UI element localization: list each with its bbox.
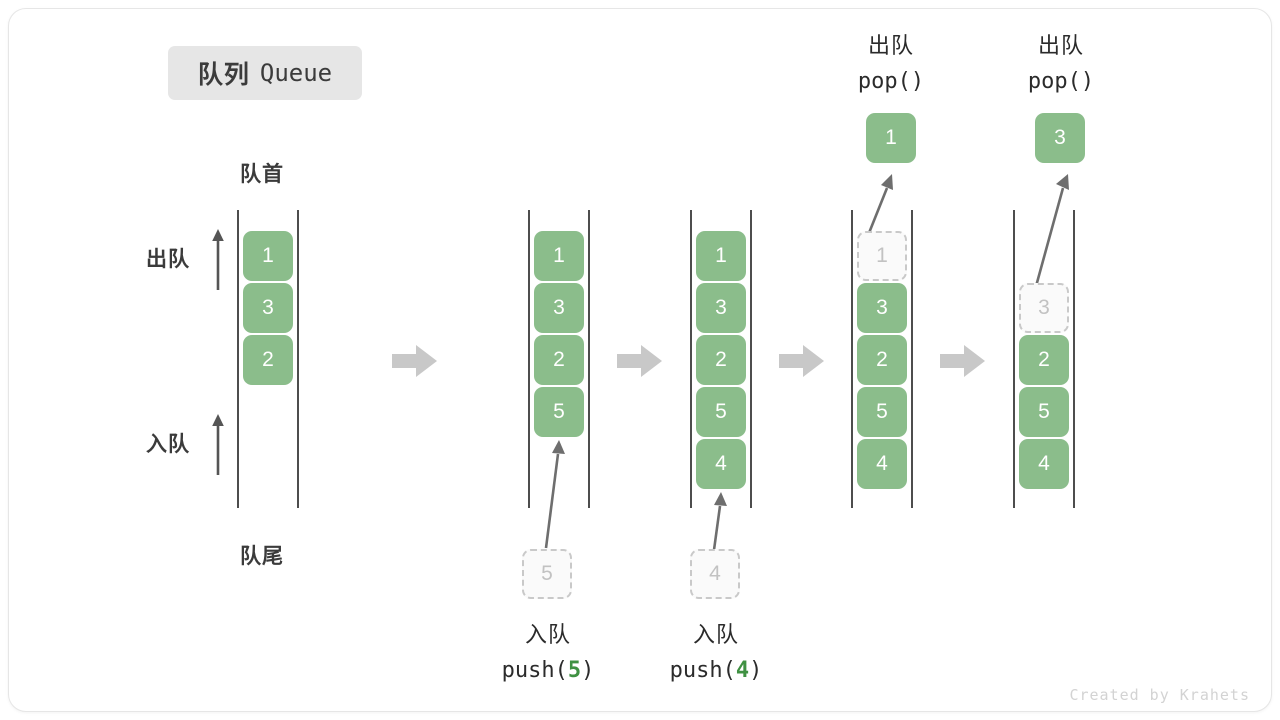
push-4-caption-cn: 入队: [692, 622, 739, 647]
queue-element: 3: [857, 283, 907, 333]
rail-right: [911, 210, 913, 508]
pop-3-caption-code: pop(): [975, 64, 1147, 100]
queue-element: 1: [534, 231, 584, 281]
step-arrow-icon: [392, 345, 437, 377]
pop-1-caption-cn: 出队: [867, 33, 914, 58]
queue-element: 2: [534, 335, 584, 385]
push-5-motion-arrow-icon: [544, 440, 565, 549]
queue-element: 5: [534, 387, 584, 437]
dequeue-direction-label: 出队: [146, 248, 190, 271]
rail-left: [851, 210, 853, 508]
diagram-title-badge: 队列 Queue: [168, 46, 362, 100]
pop-1-motion-arrow-icon: [865, 174, 893, 239]
queue-element: 4: [1019, 439, 1069, 489]
queue-element: 2: [857, 335, 907, 385]
pop-3-caption-cn: 出队: [1037, 33, 1084, 58]
pop-3-caption: 出队 pop(): [975, 28, 1147, 100]
rail-right: [297, 210, 299, 508]
push-4-code-suffix: ): [749, 658, 763, 683]
rail-left: [528, 210, 530, 508]
queue-element: 3: [534, 283, 584, 333]
rail-right: [1073, 210, 1075, 508]
pop-3-code-suffix: ): [1080, 69, 1095, 94]
queue-element: 2: [696, 335, 746, 385]
pop-3-code-prefix: pop(: [1027, 69, 1081, 94]
rail-right: [750, 210, 752, 508]
push-4-caption: 入队 push(4): [616, 617, 816, 689]
queue-element: 4: [857, 439, 907, 489]
queue-element-removed: 1: [857, 231, 907, 281]
queue-element: 5: [857, 387, 907, 437]
pop-1-caption: 出队 pop(): [805, 28, 977, 100]
push-4-motion-arrow-icon: [712, 492, 727, 551]
push-5-code-prefix: push(: [501, 658, 568, 683]
enqueue-direction-arrow-icon: [212, 414, 224, 475]
diagram-title-cn: 队列: [197, 61, 250, 89]
queue-element: 1: [243, 231, 293, 281]
push-4-incoming-element: 4: [690, 549, 740, 599]
push-4-code-prefix: push(: [669, 658, 736, 683]
push-5-caption-code: push(5): [448, 653, 648, 689]
queue-head-label: 队首: [240, 163, 284, 186]
queue-element: 3: [696, 283, 746, 333]
queue-tail-label: 队尾: [240, 545, 284, 568]
pop-1-outgoing-element: 1: [866, 113, 916, 163]
rail-right: [588, 210, 590, 508]
pop-1-caption-code: pop(): [805, 64, 977, 100]
push-5-code-suffix: ): [581, 658, 595, 683]
push-4-code-value: 4: [735, 658, 750, 683]
push-5-incoming-element: 5: [522, 549, 572, 599]
queue-element: 2: [243, 335, 293, 385]
push-4-caption-code: push(4): [616, 653, 816, 689]
queue-element: 3: [243, 283, 293, 333]
watermark: Created by Krahets: [1069, 686, 1250, 704]
rail-left: [237, 210, 239, 508]
rail-left: [1013, 210, 1015, 508]
step-arrow-icon: [779, 345, 824, 377]
queue-element: 2: [1019, 335, 1069, 385]
dequeue-direction-arrow-icon: [212, 229, 224, 290]
push-5-caption: 入队 push(5): [448, 617, 648, 689]
pop-1-code-prefix: pop(: [857, 69, 911, 94]
push-5-code-value: 5: [567, 658, 582, 683]
queue-element: 5: [1019, 387, 1069, 437]
pop-3-motion-arrow-icon: [1033, 174, 1069, 291]
push-5-caption-cn: 入队: [524, 622, 571, 647]
rail-left: [690, 210, 692, 508]
queue-element: 4: [696, 439, 746, 489]
queue-element: 1: [696, 231, 746, 281]
pop-1-code-suffix: ): [910, 69, 925, 94]
enqueue-direction-label: 入队: [146, 433, 190, 456]
step-arrow-icon: [940, 345, 985, 377]
queue-element: 5: [696, 387, 746, 437]
queue-element-removed: 3: [1019, 283, 1069, 333]
pop-3-outgoing-element: 3: [1035, 113, 1085, 163]
diagram-title-en: Queue: [259, 59, 333, 87]
step-arrow-icon: [617, 345, 662, 377]
